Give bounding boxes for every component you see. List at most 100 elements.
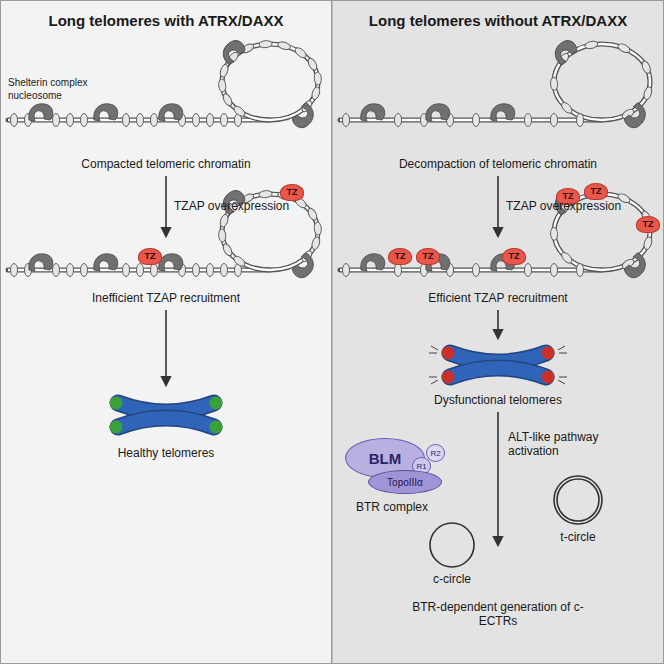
- annotation-label: BTR-dependent generation of c-ECTRs: [393, 600, 603, 628]
- telomere-tip: [542, 347, 555, 360]
- node-text: BLM: [369, 450, 402, 467]
- nucleosome: [306, 57, 318, 72]
- telomere-strands: [8, 37, 653, 282]
- tzap-protein: TZ: [502, 248, 526, 265]
- chromatid: [450, 368, 546, 377]
- nucleosome: [221, 92, 233, 107]
- telomere-tip: [210, 397, 223, 410]
- chromatid: [118, 418, 214, 427]
- panel-title: Long telomeres without ATRX/DAXX: [332, 12, 664, 29]
- nucleosome: [395, 114, 402, 127]
- nucleosome: [525, 264, 532, 277]
- nucleosome: [207, 264, 214, 277]
- node-text: TZ: [509, 251, 520, 261]
- tzap-protein: TZ: [584, 183, 608, 200]
- annotation-label: Inefficient TZAP recruitment: [16, 291, 316, 305]
- nucleosome: [232, 104, 246, 118]
- damage-mark: [431, 346, 438, 350]
- telomere-tip: [442, 371, 455, 384]
- telomere-tip: [542, 371, 555, 384]
- t-loop: [222, 44, 318, 120]
- nucleosome: [395, 264, 402, 277]
- shelterin-complex: [622, 102, 651, 131]
- t-loop: [554, 44, 650, 120]
- nucleosome: [525, 114, 532, 127]
- damage-mark: [431, 380, 438, 384]
- annotation-label: Shelterin complex: [8, 76, 128, 90]
- nucleosome: [11, 114, 18, 127]
- shelterin-complex: [159, 104, 183, 121]
- shelterin-complex: [361, 254, 385, 271]
- node-text: TopoIIIα: [387, 477, 423, 488]
- nucleosome: [643, 236, 654, 250]
- damage-mark: [558, 380, 565, 384]
- annotation-label: ALT-like pathway activation: [508, 430, 608, 458]
- nucleosome: [193, 264, 200, 277]
- nucleosome: [259, 190, 273, 198]
- shelterin-complex: [491, 104, 515, 121]
- t-loop: [554, 44, 650, 120]
- nucleosome: [311, 86, 322, 100]
- nucleosome: [293, 46, 307, 60]
- nucleosome: [218, 229, 226, 243]
- nucleosome: [219, 214, 230, 228]
- node-text: TZ: [643, 219, 654, 229]
- nucleosome: [306, 207, 318, 222]
- nucleosome: [137, 114, 144, 127]
- nucleosome: [640, 60, 651, 75]
- nucleosome: [311, 236, 322, 250]
- nucleosome: [550, 227, 558, 240]
- nucleosome: [550, 77, 558, 90]
- node-text: TZ: [591, 186, 602, 196]
- tzap-protein: TZ: [416, 248, 440, 265]
- annotation-label: Compacted telomeric chromatin: [16, 157, 316, 171]
- nucleosome: [584, 40, 598, 50]
- shelterin-complex: [550, 37, 579, 66]
- nucleosome: [221, 114, 228, 127]
- shelterin-complex: [94, 254, 118, 271]
- protein-subunit: TopoIIIα: [368, 470, 442, 494]
- node-text: R1: [416, 462, 426, 471]
- nucleosome: [221, 264, 228, 277]
- telomere-tip: [110, 421, 123, 434]
- shelterin-complex: [290, 102, 319, 131]
- shelterin-complex: [94, 104, 118, 121]
- damage-mark: [429, 353, 437, 354]
- telomere-tip: [110, 397, 123, 410]
- nucleosome: [473, 264, 480, 277]
- annotation-label: Efficient TZAP recruitment: [348, 291, 648, 305]
- tzap-protein: TZ: [388, 248, 412, 265]
- nucleosome: [473, 114, 480, 127]
- chromatid: [118, 418, 214, 427]
- nucleosome: [277, 40, 291, 51]
- nucleosome: [137, 264, 144, 277]
- annotation-label: nucleosome: [8, 89, 128, 103]
- nucleosome: [343, 264, 350, 277]
- nucleosome: [577, 114, 584, 127]
- nucleosome: [232, 254, 246, 268]
- nucleosome: [551, 114, 558, 127]
- nucleosome: [551, 264, 558, 277]
- nucleosome: [151, 264, 158, 277]
- nucleosome: [123, 114, 130, 127]
- right-panel-ground: [332, 1, 664, 664]
- node-text: TZ: [145, 251, 156, 261]
- nucleosome: [314, 72, 322, 86]
- annotation-label: BTR complex: [332, 500, 452, 514]
- shelterin-complex: [29, 104, 53, 121]
- nucleosome: [207, 114, 214, 127]
- nucleosome: [259, 40, 273, 48]
- annotation-label: Dysfunctional telomeres: [348, 393, 648, 407]
- nucleosome: [11, 264, 18, 277]
- shelterin-complex: [159, 254, 183, 271]
- shelterin-complex: [29, 254, 53, 271]
- panel-title: Long telomeres with ATRX/DAXX: [0, 12, 332, 29]
- annotation-label: Healthy telomeres: [16, 446, 316, 460]
- tzap-protein: TZ: [636, 216, 660, 233]
- node-text: TZ: [423, 251, 434, 261]
- damage-mark: [429, 377, 437, 378]
- nucleosome: [221, 242, 233, 257]
- tzap-protein: TZ: [280, 184, 304, 201]
- nucleosome: [218, 79, 226, 93]
